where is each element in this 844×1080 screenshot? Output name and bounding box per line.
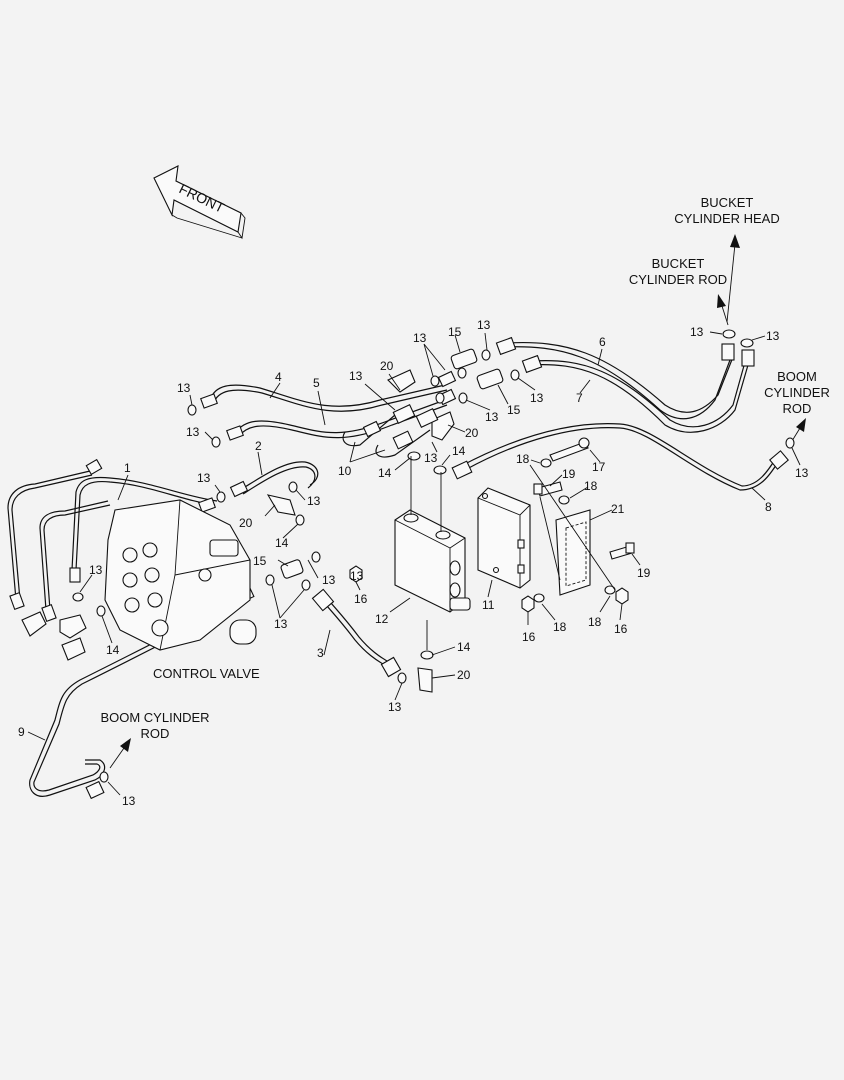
callout: 15 xyxy=(253,554,267,568)
callout: 17 xyxy=(592,460,606,474)
caption-bucket-cylinder-rod: BUCKET CYLINDER ROD xyxy=(629,256,727,287)
caption-line: CYLINDER ROD xyxy=(629,272,727,287)
callout: 12 xyxy=(375,612,389,626)
callout: 14 xyxy=(106,643,120,657)
callout: 13 xyxy=(766,329,780,343)
caption-line: ROD xyxy=(783,401,812,416)
callout: 5 xyxy=(313,376,320,390)
callout: 3 xyxy=(317,646,324,660)
caption-line: ROD xyxy=(141,726,170,741)
callout: 13 xyxy=(424,451,438,465)
callout: 18 xyxy=(588,615,602,629)
callout: 13 xyxy=(350,569,364,583)
callout: 11 xyxy=(482,598,495,612)
callout: 13 xyxy=(795,466,809,480)
callout: 13 xyxy=(89,563,103,577)
callout: 14 xyxy=(457,640,471,654)
caption-line: BOOM xyxy=(777,369,817,384)
mounting-bracket xyxy=(477,487,531,589)
callout: 13 xyxy=(477,318,491,332)
elbow-fitting xyxy=(59,614,87,639)
callout: 13 xyxy=(349,369,363,383)
callout: 6 xyxy=(599,335,606,349)
callout: 14 xyxy=(452,444,466,458)
valve-block xyxy=(394,456,471,650)
arrow-up-icon xyxy=(796,418,806,432)
callout: 8 xyxy=(765,500,772,514)
callout: 19 xyxy=(562,467,576,481)
caption-line: BUCKET xyxy=(652,256,705,271)
arrow-up-icon xyxy=(717,294,726,308)
callout: 15 xyxy=(507,403,521,417)
callout: 13 xyxy=(690,325,704,339)
caption-line: BOOM CYLINDER xyxy=(100,710,209,725)
caption-bucket-cylinder-head: BUCKET CYLINDER HEAD xyxy=(674,195,779,226)
callout: 13 xyxy=(485,410,499,424)
callouts: 1 2 3 4 5 6 7 8 9 10 11 12 13 13 13 13 1… xyxy=(18,318,809,808)
callout: 16 xyxy=(354,592,368,606)
callout: 18 xyxy=(584,479,598,493)
callout: 20 xyxy=(465,426,479,440)
callout: 13 xyxy=(322,573,336,587)
callout: 14 xyxy=(275,536,289,550)
hydraulic-tubes xyxy=(7,341,779,797)
callout: 21 xyxy=(611,502,625,516)
caption-line: BUCKET xyxy=(701,195,754,210)
caption-line: CYLINDER HEAD xyxy=(674,211,779,226)
callout: 10 xyxy=(338,464,352,478)
elbow-fitting xyxy=(61,637,86,661)
callout: 4 xyxy=(275,370,282,384)
callout: 13 xyxy=(388,700,402,714)
hardware xyxy=(349,437,635,613)
arrow-up-icon xyxy=(730,234,740,248)
callout: 13 xyxy=(274,617,288,631)
direction-arrows xyxy=(109,234,806,769)
callout: 20 xyxy=(457,668,471,682)
callout: 14 xyxy=(378,466,392,480)
control-valve xyxy=(21,499,257,661)
callout: 16 xyxy=(522,630,536,644)
mounting-plate xyxy=(517,509,591,596)
callout: 1 xyxy=(124,461,131,475)
callout: 13 xyxy=(530,391,544,405)
callout: 9 xyxy=(18,725,25,739)
elbow-fitting xyxy=(21,611,47,637)
callout: 18 xyxy=(516,452,530,466)
callout: 13 xyxy=(413,331,427,345)
callout: 13 xyxy=(186,425,200,439)
callout: 20 xyxy=(239,516,253,530)
callout: 2 xyxy=(255,439,262,453)
arrow-up-icon xyxy=(120,738,131,752)
callout: 13 xyxy=(122,794,136,808)
caption-line: CYLINDER xyxy=(764,385,830,400)
callout: 20 xyxy=(380,359,394,373)
callout: 16 xyxy=(614,622,628,636)
caption-control-valve: CONTROL VALVE xyxy=(153,666,260,681)
leader-lines xyxy=(27,331,801,796)
callout: 13 xyxy=(197,471,211,485)
front-direction-arrow: FRONT xyxy=(153,165,246,240)
caption-boom-cylinder-rod-left: BOOM CYLINDER ROD xyxy=(100,710,209,741)
callout: 18 xyxy=(553,620,567,634)
callout: 13 xyxy=(177,381,191,395)
tube-fittings xyxy=(9,336,789,800)
callout: 7 xyxy=(576,391,583,405)
caption-boom-cylinder-rod-right: BOOM CYLINDER ROD xyxy=(764,369,830,416)
o-rings xyxy=(72,329,795,783)
callout: 15 xyxy=(448,325,462,339)
callout: 13 xyxy=(307,494,321,508)
callout: 19 xyxy=(637,566,651,580)
